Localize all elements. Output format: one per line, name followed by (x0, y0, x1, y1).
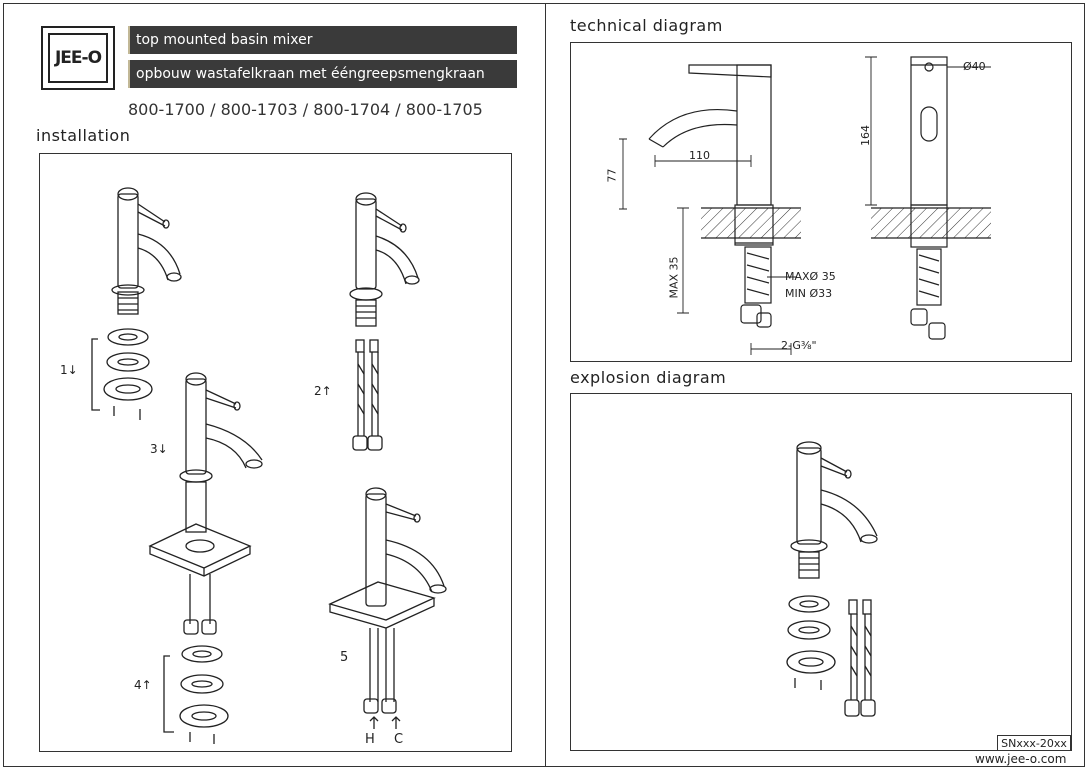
title-band-en: top mounted basin mixer (128, 26, 517, 54)
installation-panel: 1↓ 2↑ 3↓ 4↑ 5 H C (39, 153, 512, 752)
explosion-panel (570, 393, 1072, 751)
technical-drawing (619, 56, 991, 355)
explosion-heading: explosion diagram (570, 368, 727, 387)
hot-label: H (365, 732, 375, 747)
cold-label: C (394, 732, 404, 747)
faucet-body-d (328, 487, 447, 729)
dim-diameter-40: Ø40 (963, 60, 986, 73)
faucet-body-c (179, 372, 263, 533)
step4-label: 4↑ (134, 678, 152, 692)
title-band-nl: opbouw wastafelkraan met ééngreepsmengkr… (128, 60, 517, 88)
faucet-body-a (111, 187, 182, 315)
hoses-step2 (352, 339, 383, 451)
dim-thread: 2-G⅜" (781, 339, 817, 352)
installation-heading: installation (36, 126, 131, 145)
brand-logo: JEE-O (41, 26, 115, 90)
washers-step4 (163, 645, 229, 744)
product-title-en: top mounted basin mixer (136, 32, 313, 48)
step5-label: 5 (340, 650, 349, 665)
step1-label: 1↓ (60, 363, 78, 377)
dim-77: 77 (605, 168, 619, 183)
dim-164: 164 (859, 125, 872, 146)
exploded-faucet (786, 441, 878, 690)
installation-drawing (91, 187, 447, 744)
dim-max-diameter: MAXØ 35 (785, 270, 836, 283)
exploded-hoses (844, 599, 876, 717)
countertop-step3 (148, 523, 252, 635)
column-divider (545, 3, 546, 767)
step3-label: 3↓ (150, 442, 168, 456)
website-url[interactable]: www.jee-o.com (975, 752, 1067, 766)
page-frame (3, 3, 1085, 767)
step2-label: 2↑ (314, 384, 332, 398)
faucet-body-b (349, 192, 420, 327)
dim-110: 110 (689, 149, 710, 162)
technical-panel: 110 77 164 Ø40 MAX 35 MAXØ 35 MIN Ø33 2-… (570, 42, 1072, 362)
washers-step1 (91, 328, 153, 420)
model-numbers: 800-1700 / 800-1703 / 800-1704 / 800-170… (128, 100, 483, 119)
dim-min-diameter: MIN Ø33 (785, 287, 833, 300)
front-view (865, 56, 991, 340)
dim-max35: MAX 35 (667, 256, 681, 299)
product-title-nl: opbouw wastafelkraan met ééngreepsmengkr… (136, 66, 485, 82)
explosion-drawing (786, 441, 878, 717)
document-code: SNxxx-20xx (997, 735, 1071, 751)
brand-logo-text: JEE-O (48, 33, 108, 83)
side-view (619, 64, 801, 355)
technical-heading: technical diagram (570, 16, 723, 35)
